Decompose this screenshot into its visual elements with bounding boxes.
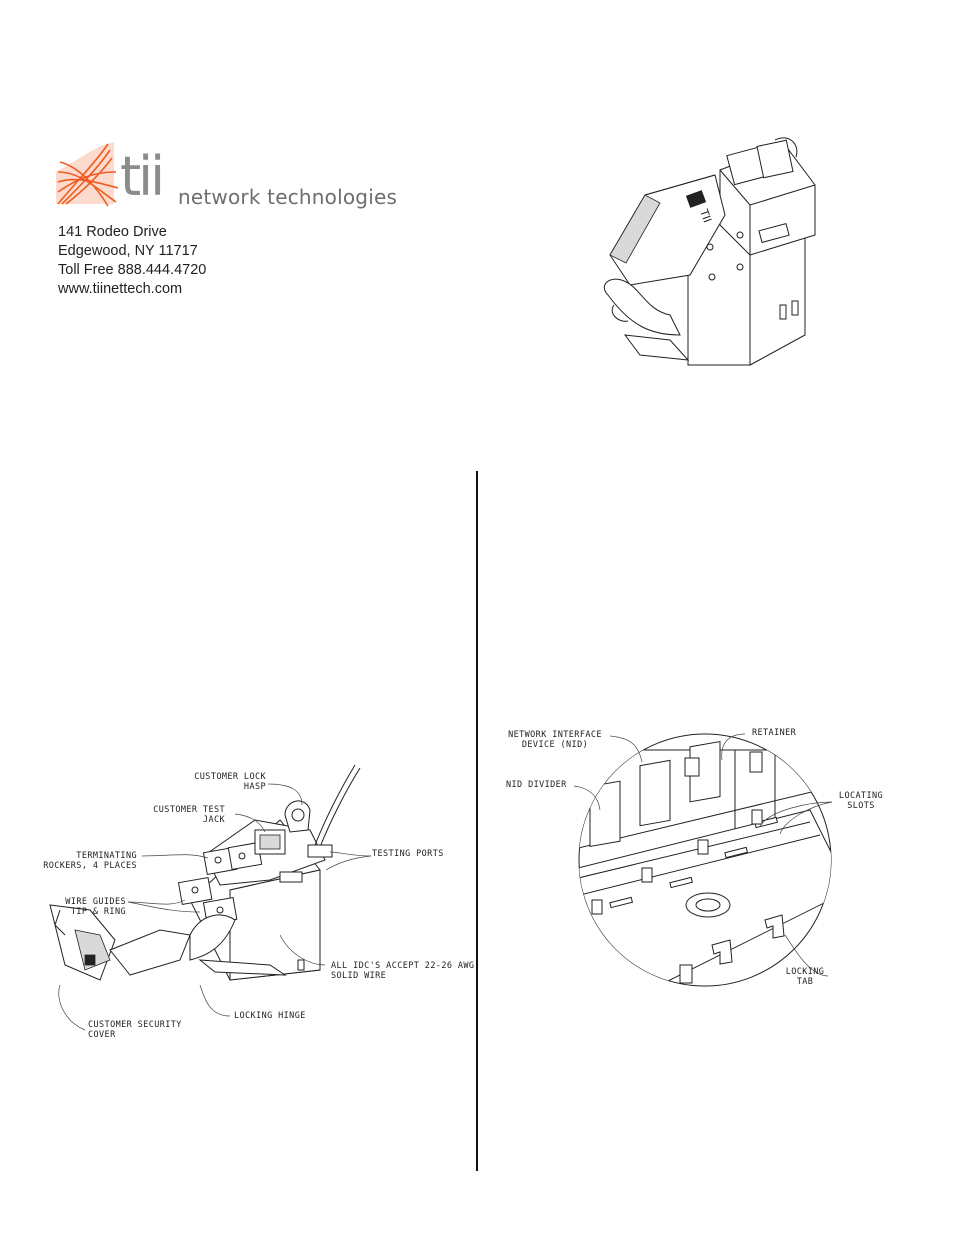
label-customer-lock-hasp: CUSTOMER LOCK HASP: [194, 772, 266, 792]
label-network-interface-device: NETWORK INTERFACE DEVICE (NID): [508, 730, 602, 750]
brand-short-name: tii: [120, 145, 165, 208]
swoosh-logo-icon: [56, 142, 119, 207]
label-wire-guides: WIRE GUIDES TIP & RING: [65, 897, 126, 917]
label-nid-divider: NID DIVIDER: [506, 780, 567, 790]
label-customer-test-jack: CUSTOMER TEST JACK: [153, 805, 225, 825]
label-locating-slots: LOCATING SLOTS: [838, 791, 884, 811]
address-city: Edgewood, NY 11717: [58, 243, 198, 259]
column-divider: [476, 471, 478, 1171]
brand-tagline: network technologies: [178, 185, 398, 209]
termination-module-diagram: [49, 764, 372, 1031]
label-idc-accept: ALL IDC'S ACCEPT 22-26 AWG SOLID WIRE: [331, 961, 475, 981]
address-street: 141 Rodeo Drive: [58, 224, 167, 240]
nid-mounting-detail-diagram: [573, 733, 833, 987]
label-terminating-rockers: TERMINATING ROCKERS, 4 PLACES: [43, 851, 137, 871]
label-locking-tab: LOCKING TAB: [785, 967, 825, 987]
address-block: 141 Rodeo Drive Edgewood, NY 11717 Toll …: [58, 223, 206, 299]
label-retainer: RETAINER: [752, 728, 797, 738]
address-phone: Toll Free 888.444.4720: [58, 262, 207, 278]
label-locking-hinge: LOCKING HINGE: [234, 1011, 306, 1021]
nid-module-drawing-icon: TII: [603, 137, 816, 366]
label-testing-ports: TESTING PORTS: [372, 849, 444, 859]
product-label-text: TII: [697, 207, 714, 225]
label-customer-security-cover: CUSTOMER SECURITY COVER: [88, 1020, 182, 1040]
address-website[interactable]: www.tiinettech.com: [58, 281, 183, 297]
